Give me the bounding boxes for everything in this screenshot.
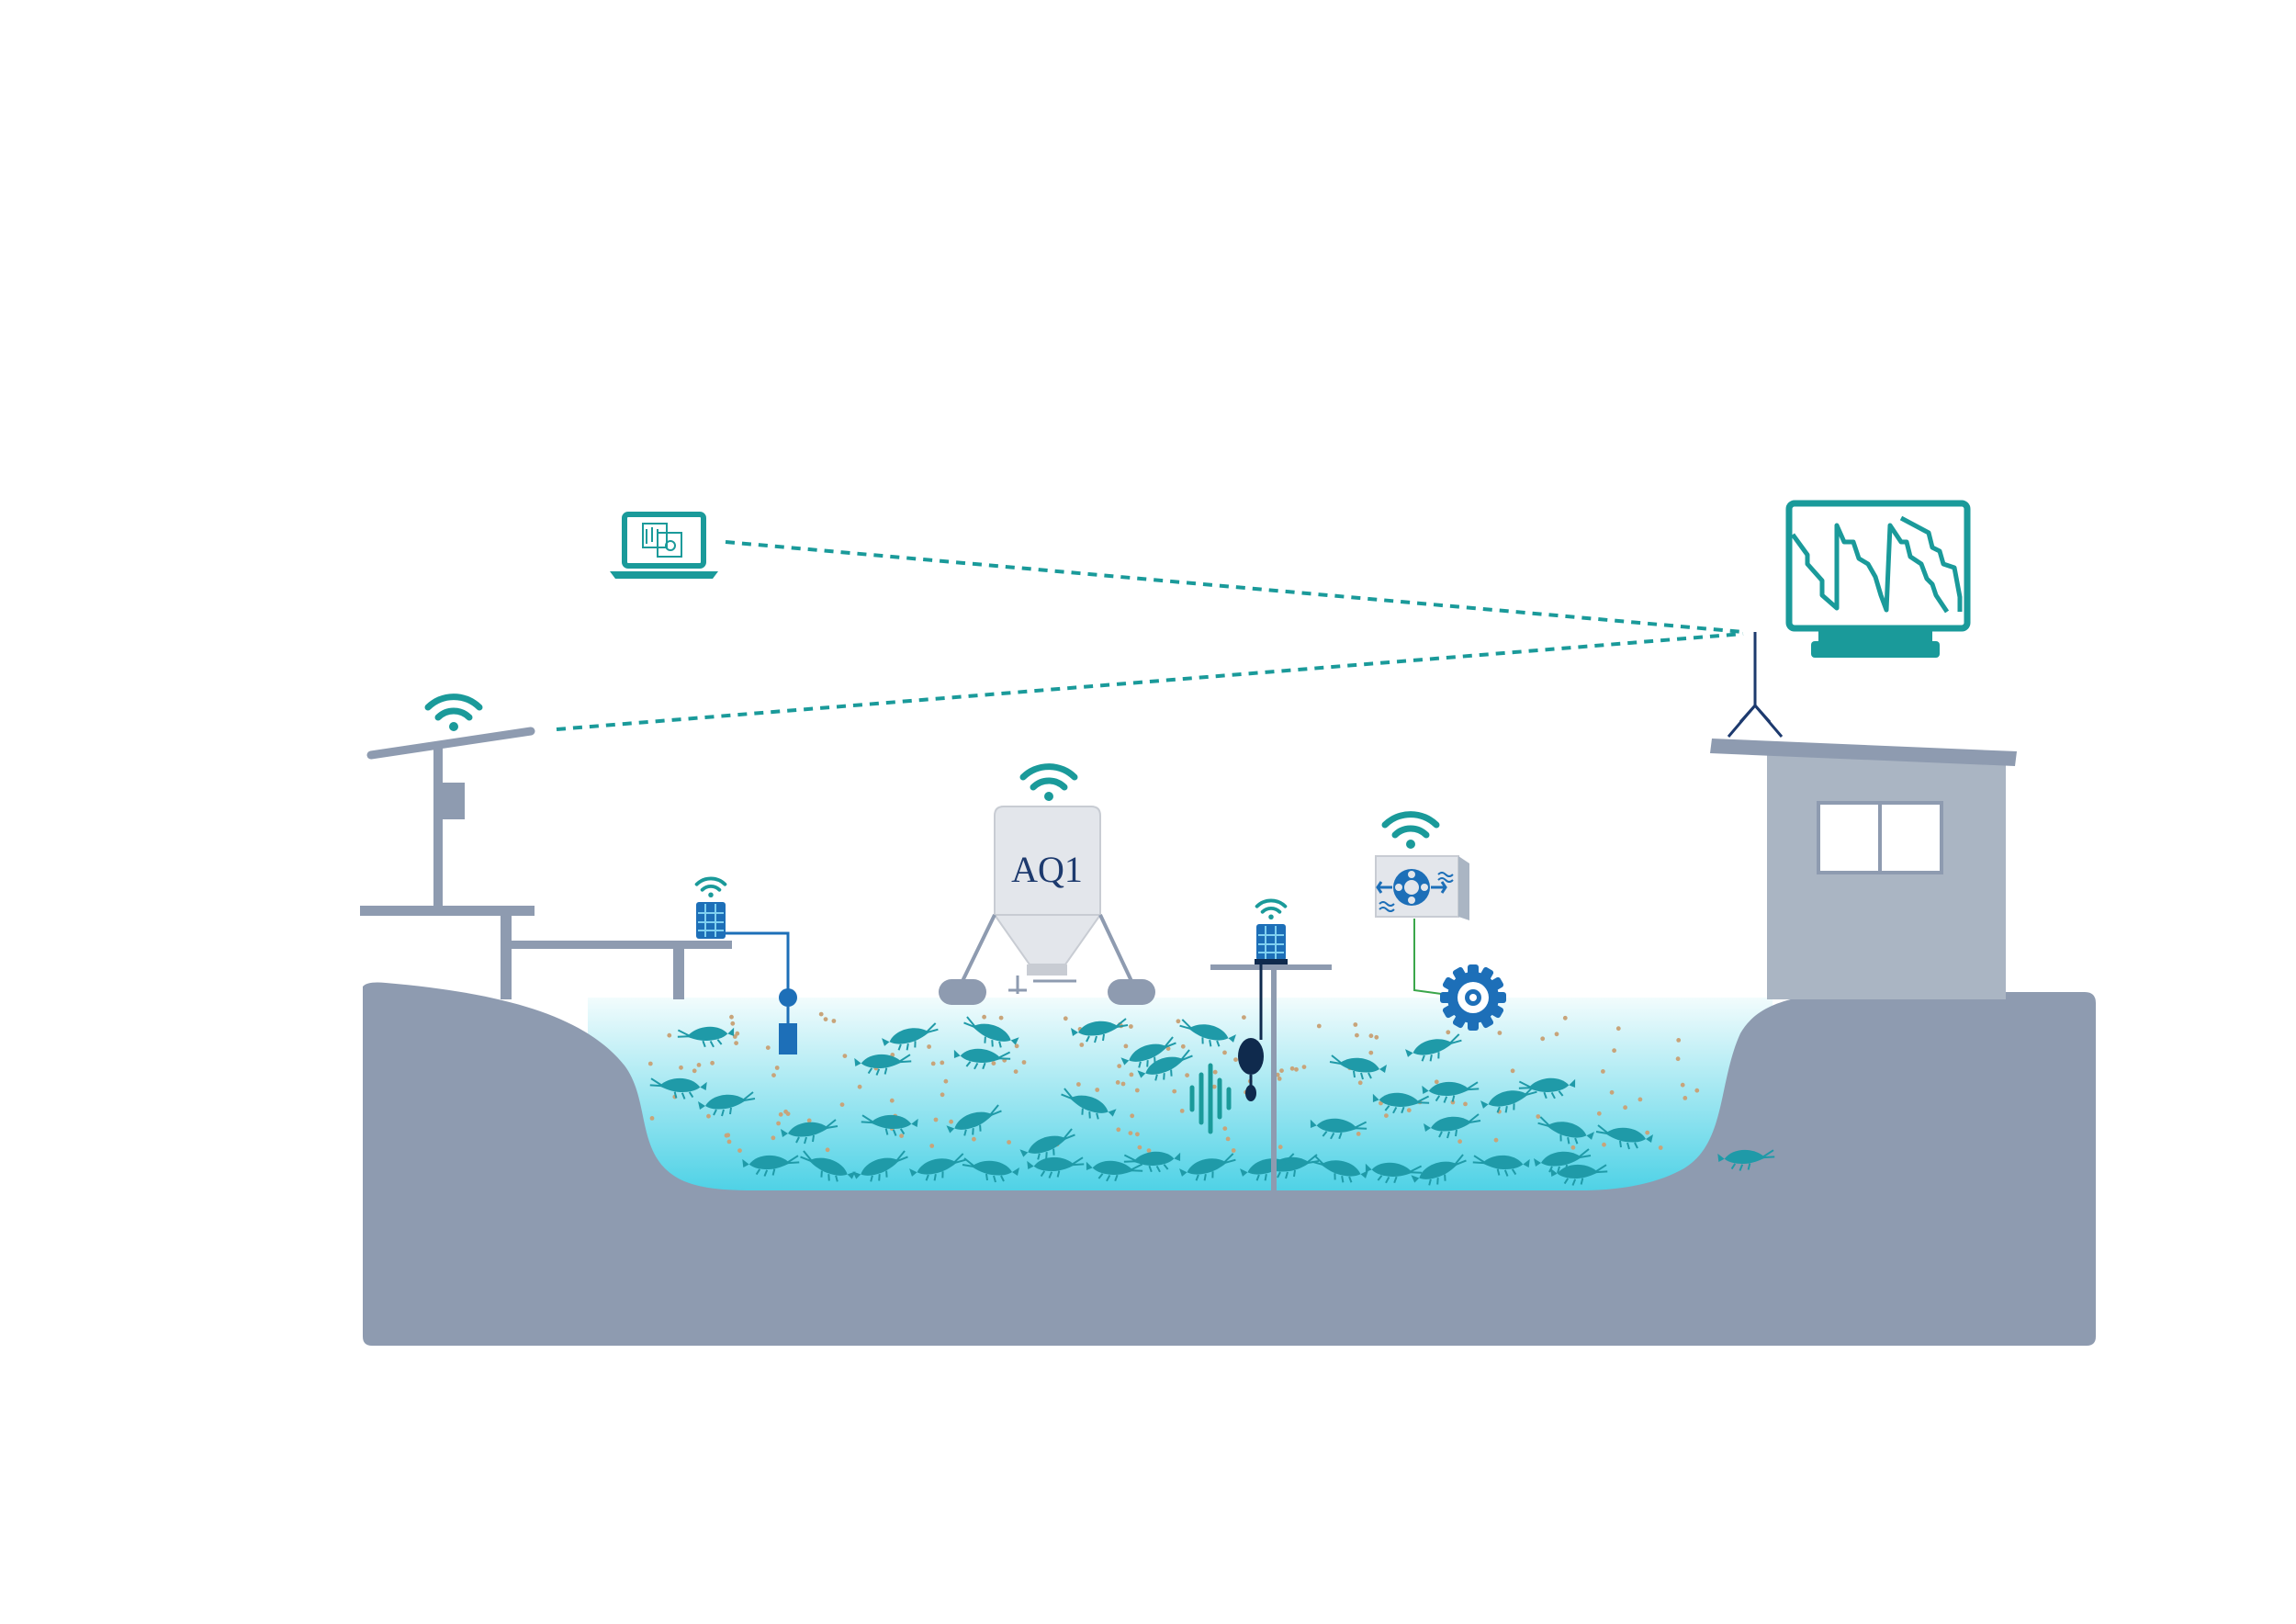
aerator-controller — [1375, 815, 1506, 1031]
wifi-icon — [428, 697, 479, 731]
solar-panel-icon — [1256, 924, 1286, 961]
ground — [363, 982, 2096, 1346]
wifi-icon — [1385, 815, 1436, 849]
wifi-icon — [1023, 767, 1075, 801]
laptop-icon — [610, 512, 718, 579]
wifi-icon — [1255, 898, 1288, 921]
feeder: AQ1 — [939, 767, 1155, 1005]
laptop-link — [725, 540, 1744, 634]
sensor-station — [1189, 898, 1332, 1192]
communication-links — [556, 540, 1744, 731]
antenna-pole — [366, 697, 535, 909]
dock — [360, 906, 732, 999]
monitor-chart-icon — [1785, 500, 1971, 658]
paddlewheel-icon — [1440, 964, 1506, 1031]
probe-sensor — [1238, 1038, 1264, 1075]
sound-wave-icon — [1189, 1063, 1232, 1134]
wifi-icon — [694, 876, 727, 899]
feeder-label: AQ1 — [1011, 849, 1083, 890]
pond — [363, 982, 2096, 1346]
antenna-link — [556, 632, 1744, 731]
aerator-controller-icon — [1376, 869, 1454, 912]
solar-sensor-left — [694, 876, 797, 1054]
antenna-icon — [1727, 632, 1784, 738]
house — [1710, 632, 2017, 999]
solar-panel-icon — [696, 902, 726, 939]
